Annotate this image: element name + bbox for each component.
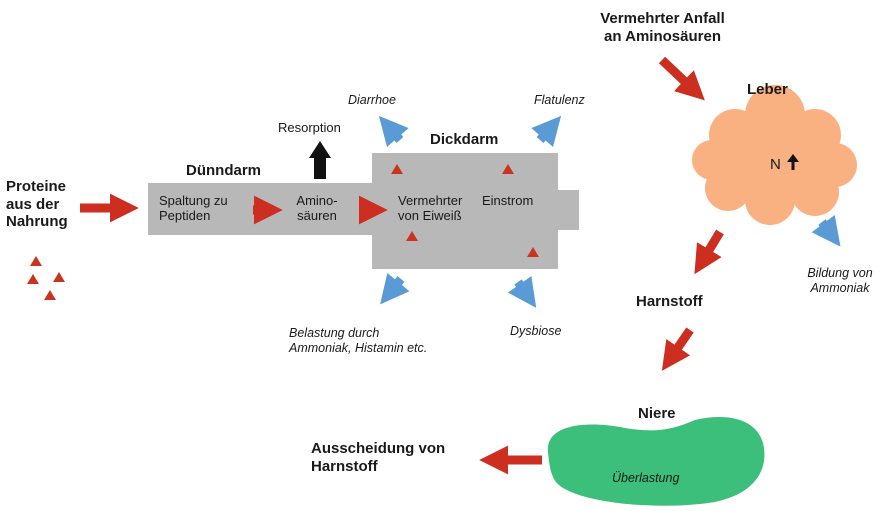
leber-label: Leber <box>747 81 788 98</box>
liver-cloud <box>692 85 857 225</box>
resorption-arrow-shaft <box>314 155 326 179</box>
niere-label: Niere <box>638 405 676 422</box>
ueberlastung-label: Überlastung <box>612 471 680 485</box>
arrow-to-diarrhoe <box>378 115 409 148</box>
dickdarm-shape <box>372 153 558 269</box>
bildung-ammoniak-label: Bildung von Ammoniak <box>807 266 873 295</box>
protein-triangle-icon <box>27 274 39 284</box>
arrow-anfall-to-leber <box>658 56 705 101</box>
spaltung-label: Spaltung zu Peptiden <box>159 193 228 224</box>
dysbiose-label: Dysbiose <box>510 324 562 338</box>
protein-triangle-icon <box>406 231 418 241</box>
arrow-harnstoff-to-niere <box>661 327 694 371</box>
protein-triangle-icon <box>391 164 403 174</box>
nitrogen-increase-icon <box>787 154 799 170</box>
protein-triangle-icon <box>527 247 539 257</box>
protein-triangle-icon <box>53 272 65 282</box>
nitrogen-label: N <box>770 156 781 173</box>
proteine-label: Proteine aus der Nahrung <box>6 178 68 231</box>
anfall-label: Vermehrter Anfall an Aminosäuren <box>600 10 725 45</box>
arrow-leber-to-harnstoff <box>694 229 724 275</box>
protein-triangle-icon <box>30 256 42 266</box>
harnstoff-label: Harnstoff <box>636 293 703 310</box>
protein-triangle-icon <box>502 164 514 174</box>
aminosaeuren-label: Amino- säuren <box>296 193 338 224</box>
arrow-to-belastung <box>380 272 410 305</box>
protein-triangle-icon <box>44 290 56 300</box>
dickdarm-label: Dickdarm <box>430 131 499 148</box>
einstrom-label: Einstrom <box>482 193 534 208</box>
belastung-label: Belastung durch Ammoniak, Histamin etc. <box>289 326 428 355</box>
duenndarm-label: Dünndarm <box>186 162 261 179</box>
kidney-shape <box>547 417 765 506</box>
ausscheidung-label: Ausscheidung von Harnstoff <box>311 440 446 475</box>
resorption-label: Resorption <box>278 120 341 135</box>
protein-triangles-nahrung <box>27 256 65 300</box>
diarrhoe-label: Diarrhoe <box>348 93 396 107</box>
arrow-to-flatulenz <box>531 115 562 148</box>
protein-triangles-dickdarm <box>391 164 539 257</box>
flatulenz-label: Flatulenz <box>534 93 585 107</box>
arrow-to-bildung-ammoniak <box>811 214 841 247</box>
resorption-arrow-head <box>309 141 331 158</box>
dickdarm-outlet <box>555 190 579 230</box>
vermehrter-eiweiss-label: Vermehrter von Eiweiß <box>398 193 463 224</box>
arrow-to-dysbiose <box>507 275 537 308</box>
